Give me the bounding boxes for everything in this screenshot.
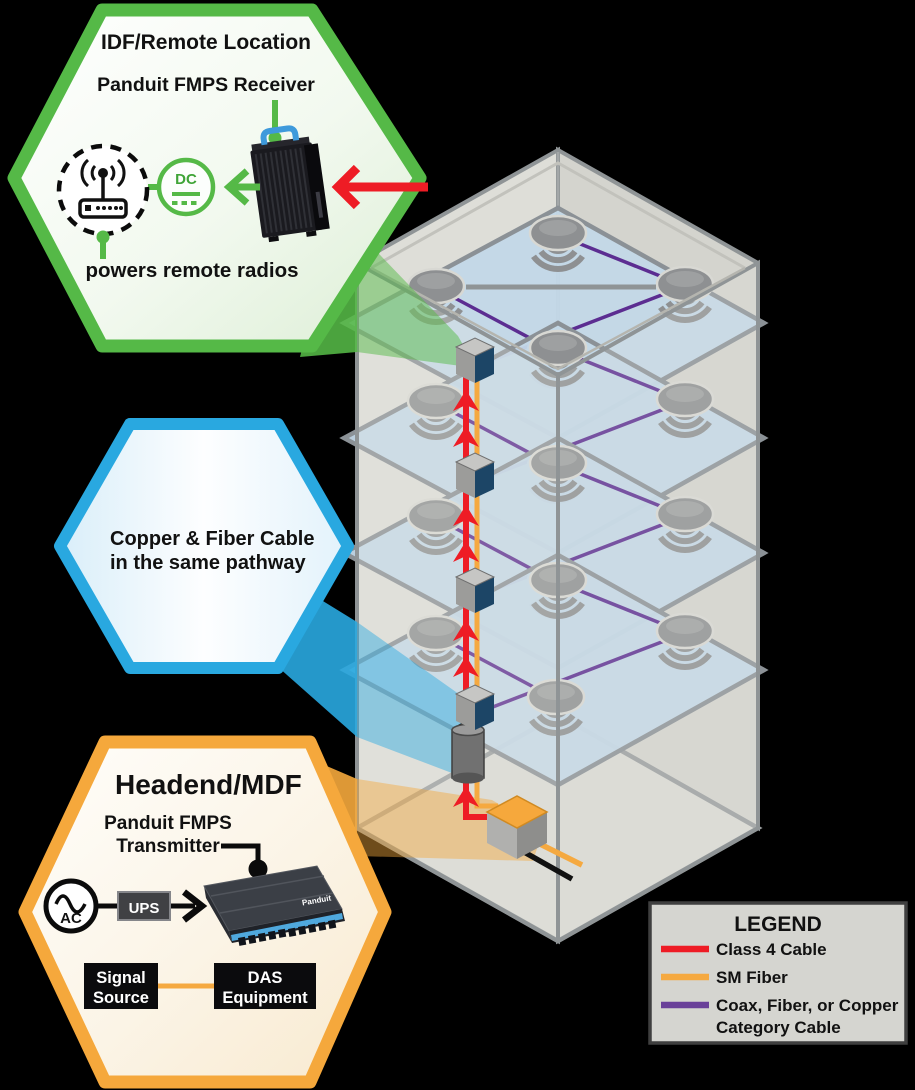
signal-source-box: Signal Source (84, 963, 158, 1009)
receiver-label: Panduit FMPS Receiver (97, 74, 315, 96)
transmitter-pointer-dot (248, 859, 268, 879)
receiver-label-strip (315, 191, 324, 218)
headend-equipment-box (485, 795, 549, 859)
das-equipment-box: DAS Equipment (214, 963, 316, 1009)
headend-callout: Headend/MDF Panduit FMPS Transmitter (18, 735, 392, 1089)
floor-receiver-box (454, 684, 496, 730)
riser-shaft-cylinder (451, 722, 485, 784)
pathway-hexagon (54, 418, 354, 674)
pathway-line1: Copper & Fiber Cable (110, 528, 314, 550)
legend-label-coax-line1: Coax, Fiber, or Copper (716, 996, 899, 1015)
ups-box: UPS (117, 891, 171, 921)
idf-callout: IDF/Remote Location Panduit FMPS Receive… (7, 3, 428, 353)
idf-caption: powers remote radios (85, 259, 298, 282)
roof-rim-inner-edge (370, 161, 746, 270)
floor-receiver-box (454, 452, 496, 498)
pathway-callout: Copper & Fiber Cable in the same pathway (54, 418, 354, 674)
receiver-side (303, 143, 330, 231)
pathway-line2: in the same pathway (110, 552, 306, 574)
power-arrowhead (182, 889, 208, 923)
remote-radio-icon (56, 143, 150, 237)
blue-beam-translucent (357, 622, 473, 781)
transmitter-label-line2: Transmitter (116, 836, 220, 857)
transmitter-left-face (204, 886, 232, 943)
green-beam-translucent (357, 231, 476, 368)
floor-receiver-box (454, 567, 496, 613)
receiver-heatsink-fins (254, 147, 313, 234)
receiver-foot (268, 235, 279, 243)
legend-label-class4: Class 4 Cable (716, 940, 827, 959)
legend-title: LEGEND (734, 913, 822, 936)
ac-label: AC (60, 910, 82, 927)
idf-hexagon (7, 3, 427, 353)
floor-receiver-box (454, 337, 496, 383)
dc-power-symbol: DC (156, 157, 216, 217)
dc-label: DC (175, 171, 197, 188)
receiver-handle (260, 125, 300, 146)
fmps-receiver-device (250, 125, 330, 243)
legend-label-coax-line2: Category Cable (716, 1018, 841, 1037)
headend-title: Headend/MDF (115, 769, 302, 800)
receiver-foot (306, 230, 317, 237)
ups-label: UPS (129, 900, 160, 917)
signal-source-line2: Source (93, 989, 149, 1007)
building-front-wall-right (556, 259, 760, 945)
idf-title: IDF/Remote Location (101, 31, 311, 54)
class4-flow-arrows (453, 390, 479, 807)
transmitter-ports (238, 919, 337, 946)
das-line1: DAS (248, 969, 283, 987)
das-line2: Equipment (222, 989, 308, 1007)
legend: LEGEND Class 4 Cable SM Fiber Coax, Fibe… (648, 901, 908, 1045)
legend-label-smfiber: SM Fiber (716, 968, 788, 987)
roof-rim-front-edge (370, 266, 746, 371)
legend-box (648, 901, 908, 1045)
dc-output-arrow (223, 168, 260, 206)
blue-beam-solid (278, 598, 357, 737)
riser (451, 337, 584, 882)
signal-source-line1: Signal (96, 969, 146, 987)
building (344, 146, 764, 945)
fmps-transmitter-device: Panduit (203, 865, 345, 946)
transmitter-label-line1: Panduit FMPS (104, 813, 232, 834)
transmitter-pointer-line (221, 843, 261, 860)
class4-input-arrow (331, 164, 428, 210)
ac-source-icon: AC (43, 878, 99, 934)
